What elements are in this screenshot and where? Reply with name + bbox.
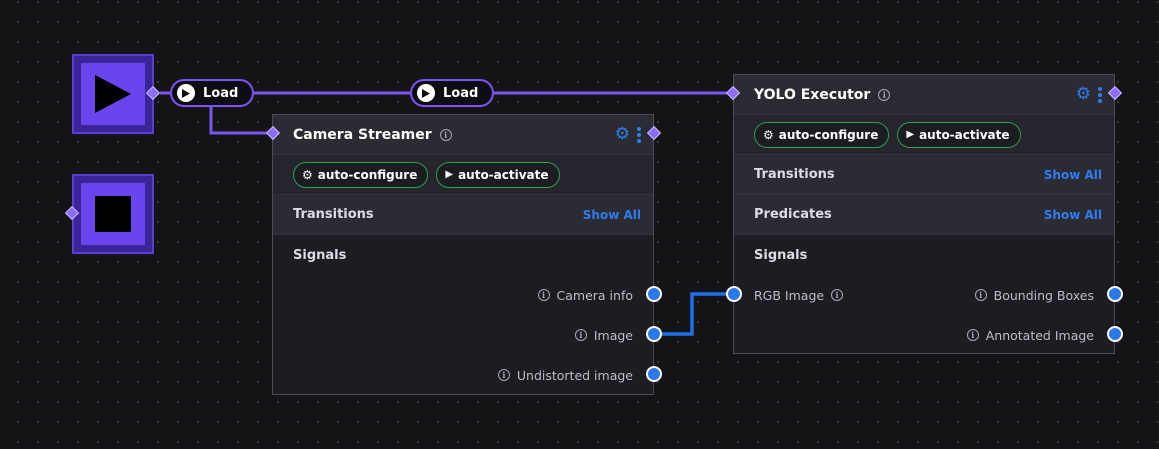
info-icon[interactable]: i — [497, 369, 510, 381]
chip-label: auto-configure — [317, 167, 418, 182]
node-title: YOLO Executor — [754, 86, 871, 103]
signal-label: Undistorted image — [516, 367, 633, 383]
more-options-icon[interactable] — [1098, 86, 1102, 103]
image-output-port[interactable] — [646, 326, 662, 342]
transitions-section: Transitions Show All — [734, 155, 1114, 195]
signal-label: RGB Image — [754, 287, 825, 303]
info-icon[interactable]: i — [439, 128, 452, 141]
signal-label: Bounding Boxes — [993, 287, 1094, 303]
play-circle-icon — [417, 84, 435, 102]
gear-icon[interactable]: ⚙ — [1075, 84, 1091, 104]
show-all-link[interactable]: Show All — [582, 207, 641, 222]
play-icon: ▶ — [445, 169, 454, 180]
info-icon[interactable]: i — [574, 329, 587, 341]
auto-configure-chip[interactable]: ⚙ auto-configure — [293, 161, 429, 188]
info-icon[interactable]: i — [537, 289, 550, 301]
info-icon[interactable]: i — [974, 289, 987, 301]
rgb-image-input-port[interactable] — [726, 286, 742, 302]
play-icon — [95, 75, 131, 113]
chip-label: auto-activate — [919, 127, 1010, 142]
section-label: Signals — [754, 247, 808, 263]
load-pill-2[interactable]: Load — [410, 79, 495, 107]
signal-label: Annotated Image — [985, 327, 1094, 343]
load-pill-label: Load — [443, 85, 479, 101]
load-pill-label: Load — [203, 85, 239, 101]
load-pill-1[interactable]: Load — [170, 79, 255, 107]
signal-row: RGB Image i i Bounding Boxes — [734, 275, 1114, 315]
node-title: Camera Streamer — [293, 126, 432, 143]
play-control[interactable] — [72, 54, 154, 134]
node-chips: ⚙ auto-configure ▶ auto-activate — [734, 115, 1114, 155]
undistorted-image-output-port[interactable] — [646, 366, 662, 382]
signal-label: Camera info — [556, 287, 633, 303]
signal-row: i Annotated Image — [734, 315, 1114, 355]
flow-wire-to-camera[interactable] — [209, 100, 270, 135]
signals-section: Signals — [734, 235, 1114, 275]
gear-icon: ⚙ — [302, 167, 313, 182]
annotated-image-output-port[interactable] — [1107, 326, 1123, 342]
auto-configure-chip[interactable]: ⚙ auto-configure — [754, 121, 890, 148]
node-header[interactable]: YOLO Executor i ⚙ — [734, 75, 1114, 115]
signal-wire-image-to-rgb[interactable] — [662, 292, 728, 336]
play-circle-icon — [177, 84, 195, 102]
auto-activate-chip[interactable]: ▶ auto-activate — [897, 121, 1021, 148]
signal-row: i Camera info — [273, 275, 653, 315]
signal-label: Image — [593, 327, 633, 343]
section-label: Transitions — [293, 207, 374, 222]
more-options-icon[interactable] — [637, 126, 641, 143]
gear-icon[interactable]: ⚙ — [614, 124, 630, 144]
signal-row: i Undistorted image — [273, 355, 653, 395]
auto-activate-chip[interactable]: ▶ auto-activate — [436, 161, 560, 188]
show-all-link[interactable]: Show All — [1043, 167, 1102, 182]
chip-label: auto-configure — [778, 127, 879, 142]
show-all-link[interactable]: Show All — [1043, 207, 1102, 222]
yolo-executor-node[interactable]: YOLO Executor i ⚙ ⚙ auto-configure ▶ aut… — [733, 74, 1115, 354]
info-icon[interactable]: i — [831, 289, 844, 301]
camera-info-output-port[interactable] — [646, 286, 662, 302]
section-label: Transitions — [754, 167, 835, 182]
node-chips: ⚙ auto-configure ▶ auto-activate — [273, 155, 653, 195]
info-icon[interactable]: i — [966, 329, 979, 341]
node-header[interactable]: Camera Streamer i ⚙ — [273, 115, 653, 155]
stop-icon — [95, 196, 131, 232]
signal-row: i Image — [273, 315, 653, 355]
predicates-section: Predicates Show All — [734, 195, 1114, 235]
bounding-boxes-output-port[interactable] — [1107, 286, 1123, 302]
transitions-section: Transitions Show All — [273, 195, 653, 235]
info-icon[interactable]: i — [878, 88, 891, 101]
chip-label: auto-activate — [458, 167, 549, 182]
section-label: Predicates — [754, 207, 832, 222]
stop-control[interactable] — [72, 174, 154, 254]
section-label: Signals — [293, 247, 347, 263]
camera-streamer-node[interactable]: Camera Streamer i ⚙ ⚙ auto-configure ▶ a… — [272, 114, 654, 395]
signals-section: Signals — [273, 235, 653, 275]
play-icon: ▶ — [906, 129, 915, 140]
gear-icon: ⚙ — [763, 127, 774, 142]
